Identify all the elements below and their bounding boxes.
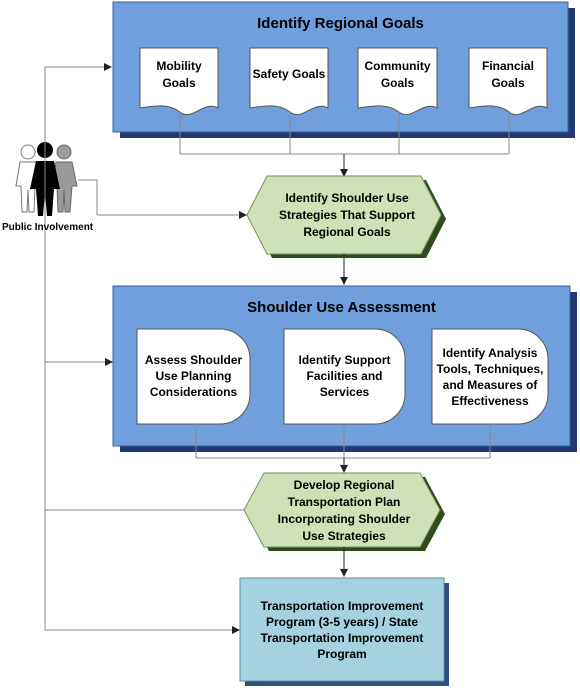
goal-label-financial: Financial Goals [469,58,547,92]
card-label-planning-line3: Considerations [149,385,238,399]
goal-label-community-line1: Community [364,59,431,73]
assessment-connectors [195,424,491,459]
public-involvement-icon [15,142,78,216]
assessment-card-analysis[interactable] [431,328,549,425]
public-involvement-label: Public Involvement [2,222,94,233]
card-label-support-line3: Services [319,385,370,399]
tip-box[interactable] [239,577,449,686]
goal-label-mobility-line1: Mobility [156,59,202,73]
goal-label-financial-line2: Goals [491,76,525,90]
card-label-support-line1: Identify Support [298,353,391,367]
card-label-analysis-line1: Identify Analysis [442,346,538,360]
goal-label-community: Community Goals [358,58,437,92]
tip-label: Transportation Improvement Program (3-5 … [240,598,444,662]
strategies-label: Identify Shoulder Use Strategies That Su… [260,190,434,241]
card-label-support: Identify Support Facilities and Services [284,352,405,400]
assessment-card-planning[interactable] [136,328,251,425]
public-involvement-lines [44,66,244,631]
plan-label: Develop Regional Transportation Plan Inc… [256,477,432,545]
goal-label-mobility-line2: Goals [162,76,196,90]
goal-label-safety: Safety Goals [246,66,332,83]
tip-label-line1: Transportation Improvement [260,599,424,613]
goals-panel-title: Identify Regional Goals [257,15,424,32]
card-label-analysis-line3: and Measures of [442,378,538,392]
goal-label-safety-line1: Safety Goals [252,67,326,81]
public-involvement-arrowheads [100,63,247,634]
plan-step[interactable] [243,472,445,551]
card-label-analysis-line2: Tools, Techniques, [436,362,544,376]
plan-label-line2: Transportation Plan [287,495,401,509]
strategies-step[interactable] [246,175,446,258]
tip-label-line4: Program [317,647,367,661]
card-label-analysis-line4: Effectiveness [451,394,529,408]
assessment-card-support[interactable] [283,328,406,425]
card-label-analysis: Identify Analysis Tools, Techniques, and… [430,345,550,409]
tip-label-line3: Transportation Improvement [260,631,424,645]
plan-label-line4: Use Strategies [302,529,386,543]
card-label-planning: Assess Shoulder Use Planning Considerati… [137,352,250,400]
goal-label-community-line2: Goals [380,76,415,90]
assessment-panel-title: Shoulder Use Assessment [247,299,436,316]
card-label-planning-line2: Use Planning [155,369,232,383]
goal-label-mobility: Mobility Goals [140,58,218,92]
card-label-planning-line1: Assess Shoulder [144,353,243,367]
goal-label-financial-line1: Financial [481,59,534,73]
plan-label-line1: Develop Regional [293,478,395,492]
card-label-support-line2: Facilities and [306,369,383,383]
strategies-label-line2: Strategies That Support [278,208,415,222]
tip-label-line2: Program (3-5 years) / State [265,615,419,629]
strategies-label-line3: Regional Goals [303,225,391,239]
plan-label-line3: Incorporating Shoulder [277,512,411,526]
strategies-label-line1: Identify Shoulder Use [285,191,409,205]
